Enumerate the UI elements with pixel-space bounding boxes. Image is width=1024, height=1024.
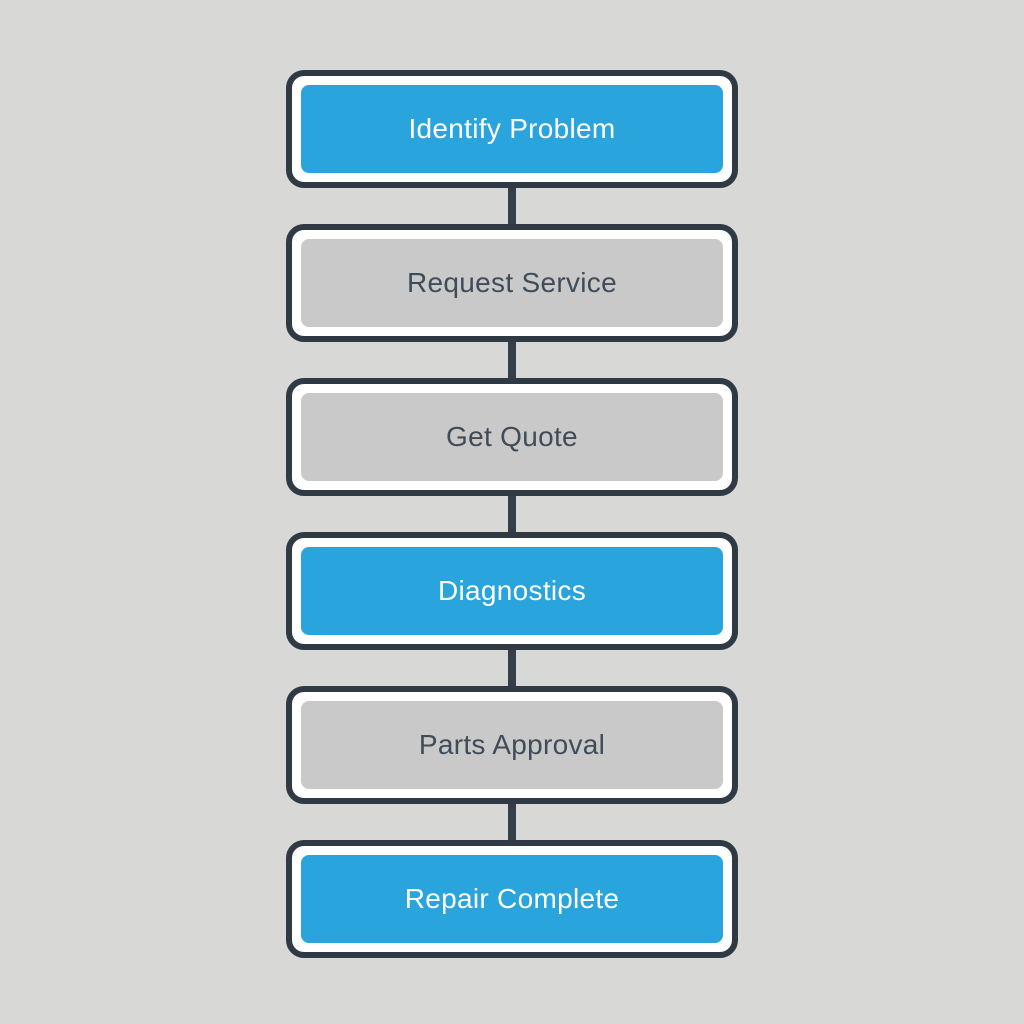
flow-node-identify-problem: Identify Problem [286,70,738,188]
flow-node-label: Parts Approval [301,701,723,789]
flow-node-label: Diagnostics [301,547,723,635]
flow-node-label: Get Quote [301,393,723,481]
flow-node-label: Request Service [301,239,723,327]
flow-connector [508,188,516,224]
flow-node-label: Identify Problem [301,85,723,173]
flow-connector [508,496,516,532]
flow-node-request-service: Request Service [286,224,738,342]
flow-node-get-quote: Get Quote [286,378,738,496]
flow-node-parts-approval: Parts Approval [286,686,738,804]
flow-connector [508,342,516,378]
flow-connector [508,804,516,840]
flow-node-diagnostics: Diagnostics [286,532,738,650]
flow-node-label: Repair Complete [301,855,723,943]
flow-node-repair-complete: Repair Complete [286,840,738,958]
flow-connector [508,650,516,686]
